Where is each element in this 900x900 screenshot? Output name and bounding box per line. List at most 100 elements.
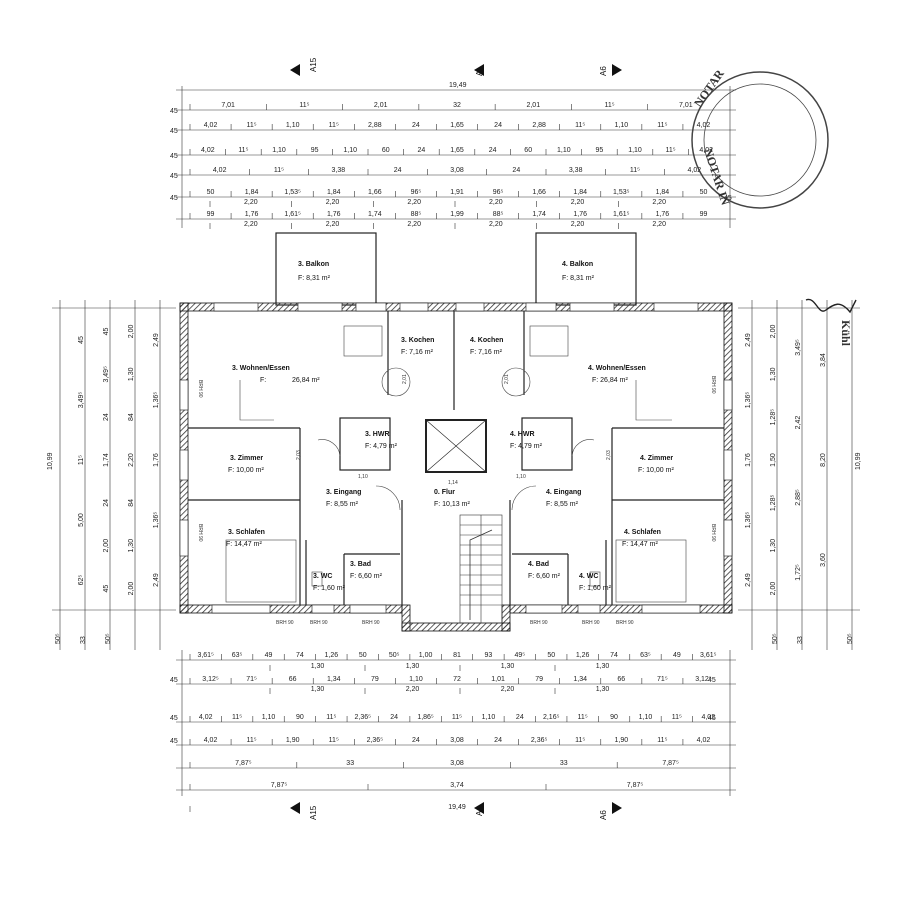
dimension-value: 11⁵: [630, 167, 640, 174]
dimension-value: 4,02: [697, 122, 711, 129]
dimension-value: 11⁵: [575, 122, 585, 129]
section-label-a6-top: A6: [599, 66, 608, 76]
dimension-value: 1,26: [325, 652, 339, 659]
dimension-value: 1,50: [770, 453, 777, 467]
room-entry-4-name: 4. Eingang: [546, 489, 581, 496]
dimension-value: 24: [390, 714, 398, 721]
dimension-value: 4,02: [213, 167, 227, 174]
dimension-value: 1,36⁵: [153, 512, 160, 529]
dimension-value: 24: [394, 167, 402, 174]
section-markers-top: A15 A A6: [290, 57, 622, 76]
side-dimension-lines: [52, 300, 860, 650]
room-balcony-4-area: F: 8,31 m²: [562, 275, 595, 282]
dimension-value: 3,84: [820, 353, 827, 367]
dimension-value: 1,26: [576, 652, 590, 659]
dimension-value: 19,49: [448, 804, 466, 811]
section-label-a15-top: A15: [309, 57, 318, 72]
dim-edge: 45: [708, 677, 716, 684]
room-bedroom-3-name: 3. Schlafen: [228, 529, 265, 536]
bottom-dim-row-7: 19,49: [189, 804, 466, 812]
dimension-value: 1,01: [491, 676, 505, 683]
dimension-value: 2,20: [244, 199, 258, 206]
dimension-value: 1,10: [262, 714, 276, 721]
dimension-value: 1,61⁵: [613, 211, 630, 218]
dimension-value: 50: [700, 189, 708, 196]
room-living-4-area: F: 26,84 m²: [592, 377, 628, 384]
dimension-value: 5,00: [78, 513, 85, 527]
dimension-value: 63⁵: [232, 652, 243, 659]
dim-edge: 45: [170, 153, 178, 160]
room-entry-3-area: F: 8,55 m²: [326, 501, 359, 508]
dimension-value: 95: [311, 147, 319, 154]
dimension-value: 1,84: [327, 189, 341, 196]
dim-overall-depth-left: 10,99: [47, 452, 54, 470]
door-note: 2,03: [606, 450, 612, 460]
dimension-value: 2,20: [652, 199, 666, 206]
room-living-3-area: 26,84 m²: [292, 377, 320, 384]
dimension-value: 24: [103, 413, 110, 421]
dimension-value: 1,53⁵: [284, 189, 301, 196]
room-wc-3-area: F: 1,60 m²: [313, 585, 346, 592]
dimension-value: 2,20: [407, 199, 421, 206]
room-bedroom-4-area: F: 14,47 m²: [622, 541, 658, 548]
dimension-value: 1,10: [557, 147, 571, 154]
dimension-value: 1,30: [596, 686, 610, 693]
dimension-value: 66: [617, 676, 625, 683]
room-hall-area: F: 10,13 m²: [434, 501, 470, 508]
dimension-value: 4,02: [204, 122, 218, 129]
room-balcony-3-area: F: 8,31 m²: [298, 275, 331, 282]
dimension-value: 1,74: [368, 211, 382, 218]
room-hwr-3-name: 3. HWR: [365, 431, 390, 438]
dimension-value: 11⁵: [232, 714, 242, 721]
dimension-value: 2,00: [770, 582, 777, 596]
dimension-value: 2,00: [128, 582, 135, 596]
dimension-value: 50: [547, 652, 555, 659]
dimension-value: 88⁵: [493, 211, 504, 218]
dimension-value: 1,72⁵: [795, 564, 802, 581]
dimension-value: 93: [485, 652, 493, 659]
section-label-a15-bottom: A15: [309, 805, 318, 820]
dimension-value: 11⁵: [666, 147, 676, 154]
dimension-value: 1,74: [532, 211, 546, 218]
room-wc-4-area: F: 1,60 m²: [579, 585, 612, 592]
dim-edge: 45: [170, 173, 178, 180]
door-note: 2,03: [296, 450, 302, 460]
room-bedroom-3-area: F: 14,47 m²: [226, 541, 262, 548]
dimension-value: 1,10: [286, 122, 300, 129]
dim-edge: 50⁵: [772, 633, 779, 644]
notary-stamp: NOTAR NOTAR IN: [691, 67, 829, 209]
staircase: [459, 514, 503, 624]
dimension-value: 45: [78, 336, 85, 344]
dimension-value: 11⁵: [604, 102, 614, 109]
dimension-value: 2,20: [571, 199, 585, 206]
dimension-value: 66: [289, 676, 297, 683]
brh-note: BRH 90: [616, 620, 634, 626]
dimension-value: 1,76: [327, 211, 341, 218]
brh-note: BRH 90: [582, 620, 600, 626]
room-zimmer-3-area: F: 10,00 m²: [228, 467, 264, 474]
dim-edge: 45: [170, 677, 178, 684]
dimension-value: 32: [453, 102, 461, 109]
dimension-value: 4,02: [688, 167, 702, 174]
dimension-value: 1,84: [573, 189, 587, 196]
dimension-value: 11⁵: [78, 455, 85, 465]
dimension-value: 1,10: [343, 147, 357, 154]
dimension-value: 2,36⁵: [531, 737, 548, 744]
room-kitchen-3-area: F: 7,16 m²: [401, 349, 434, 356]
door-note: 1,10: [358, 474, 368, 480]
dimension-value: 1,10: [272, 147, 286, 154]
dimension-value: 3,12⁵: [695, 676, 712, 683]
dimension-value: 11⁵: [657, 122, 667, 129]
dim-edge: 50⁵: [55, 633, 62, 644]
dimension-value: 2,20: [489, 221, 503, 228]
dimension-value: 1,30: [128, 539, 135, 553]
